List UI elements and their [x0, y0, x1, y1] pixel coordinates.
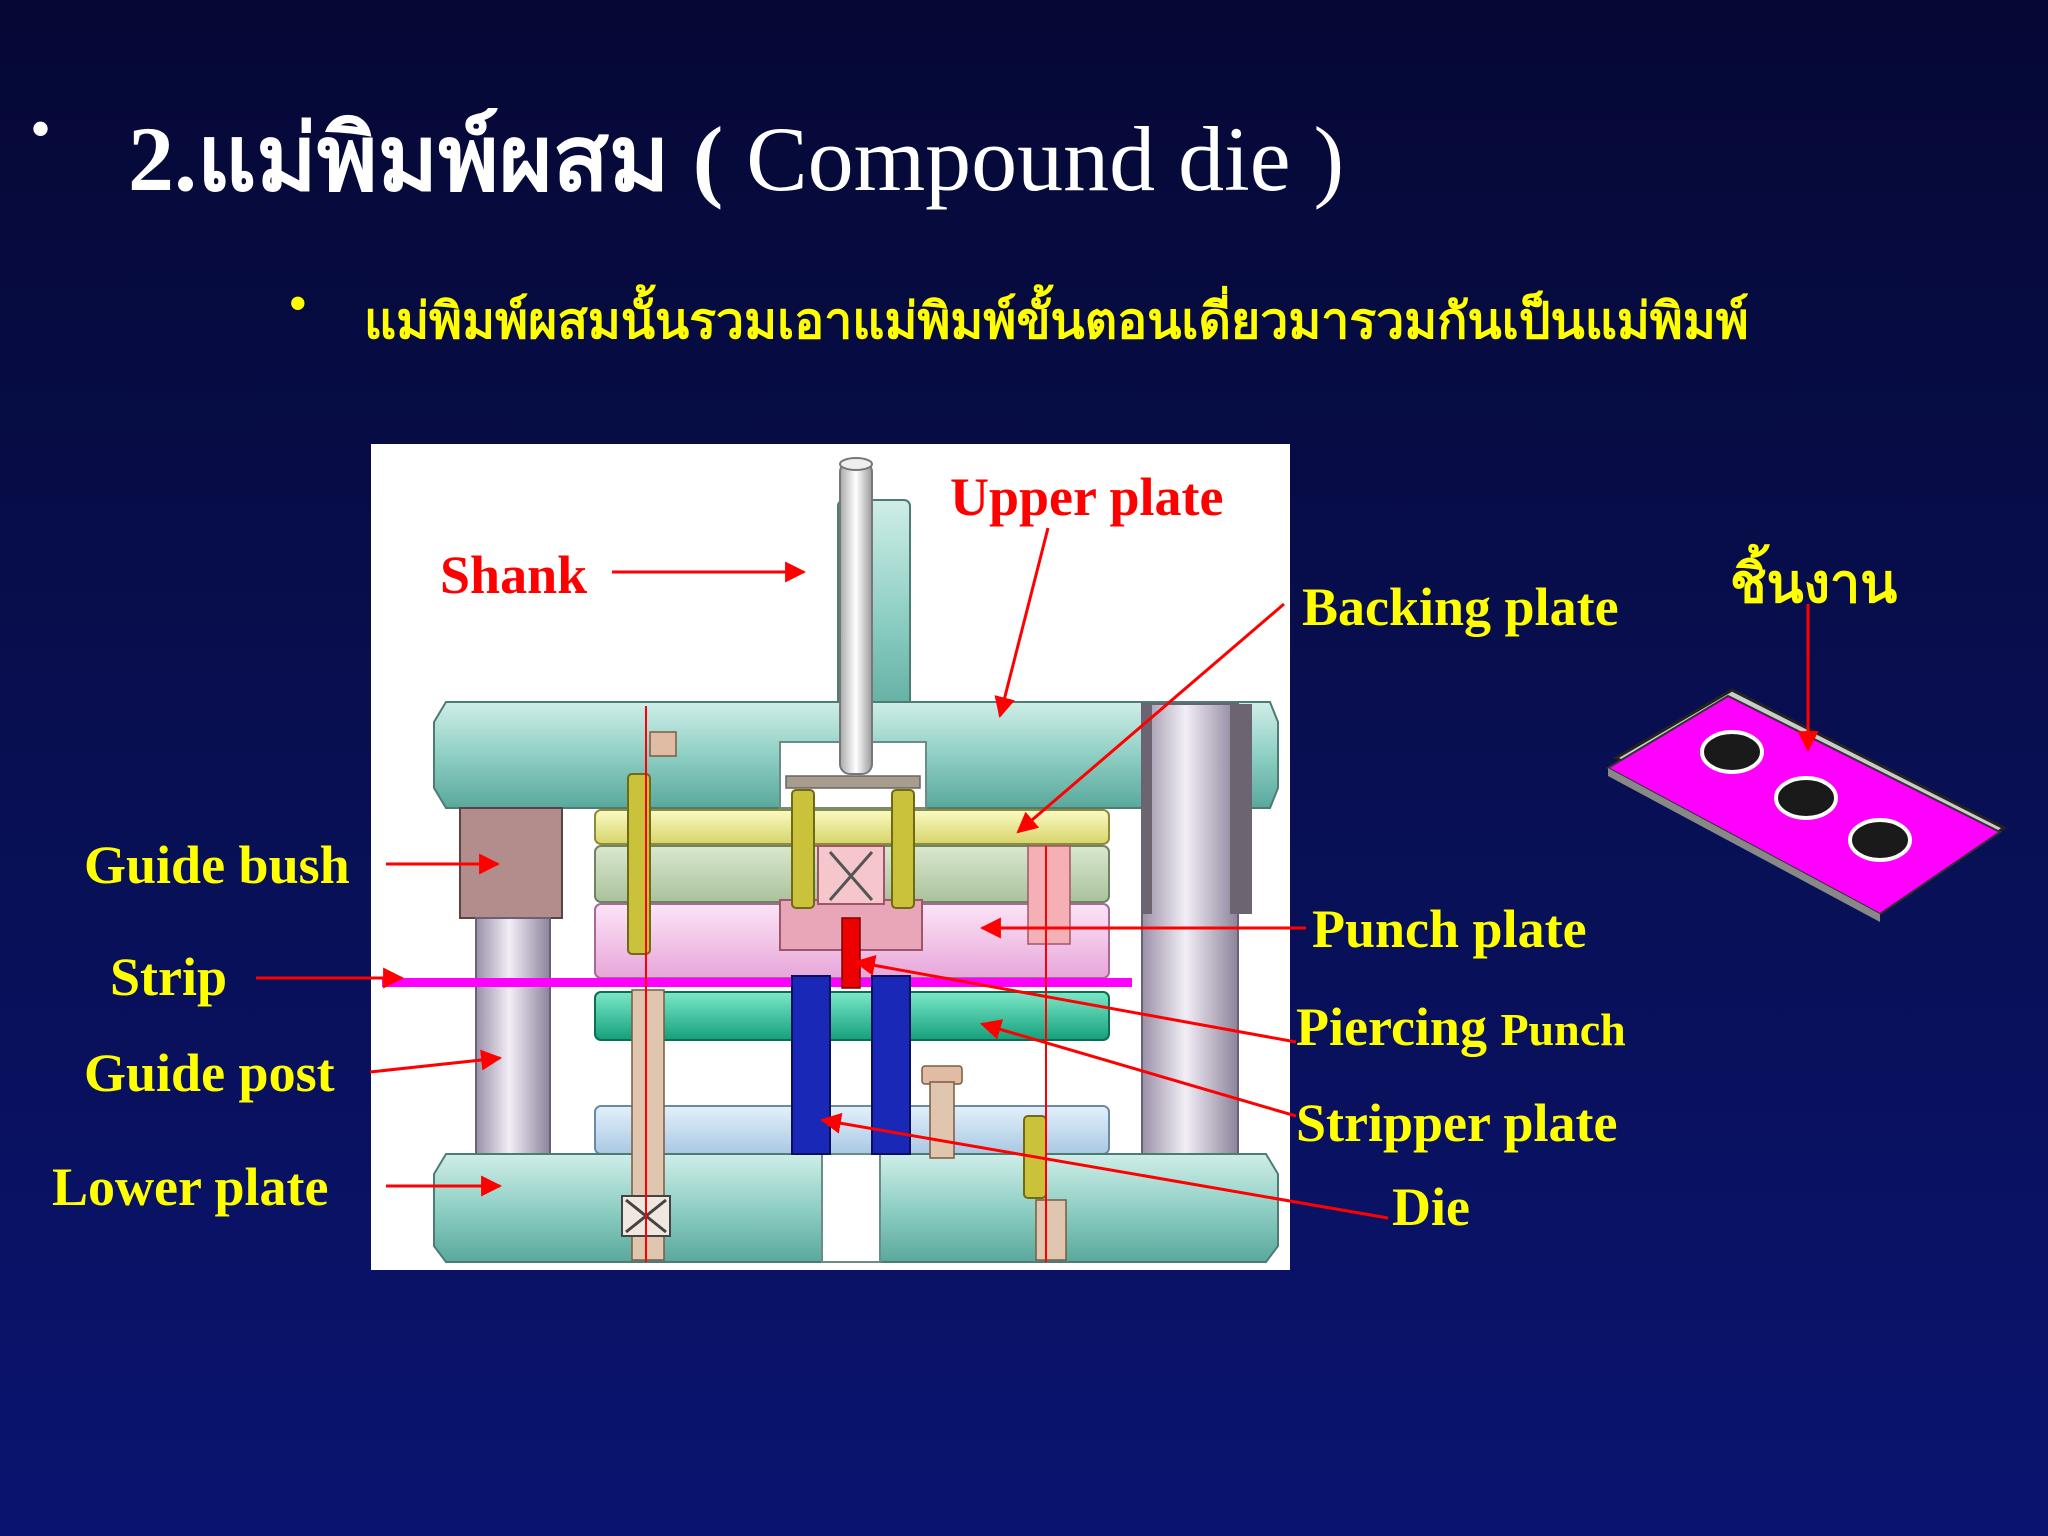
subtitle-bullet: • [288, 273, 308, 335]
spring-cross [828, 851, 874, 901]
label-die: Die [1392, 1177, 1470, 1237]
label-punch-plate: Punch plate [1312, 899, 1587, 959]
label-piercing-punch: Piercing Punch [1296, 996, 1626, 1058]
arrow-piercing-punch [853, 955, 1297, 1044]
slide-subtitle: แม่พิมพ์ผสมนั้นรวมเอาแม่พิมพ์ขั้นตอนเดี่… [364, 293, 1749, 349]
bolt-head-upper-left [649, 731, 677, 757]
arrow-stripper-plate [979, 1019, 1297, 1118]
spring-mid-left [791, 789, 815, 909]
label-guide-post: Guide post [84, 1043, 335, 1103]
piercing-punch-shape [841, 917, 861, 989]
backing-plate-shape [594, 809, 1110, 845]
label-guide-bush: Guide bush [84, 835, 350, 895]
shank-rod [839, 461, 873, 775]
title-english: Compound die ) [723, 108, 1345, 210]
arrow-guide-post [369, 1049, 503, 1074]
label-stripper-plate: Stripper plate [1296, 1093, 1618, 1153]
guide-post-right-shadow2 [1230, 704, 1252, 914]
shank-collar [785, 775, 921, 789]
die-left [791, 975, 831, 1155]
title-bullet: • [30, 96, 52, 162]
label-shank: Shank [440, 545, 588, 605]
spring-mid-right [891, 789, 915, 909]
stripper-plate-shape [594, 991, 1110, 1041]
label-piercing: Piercing [1296, 997, 1487, 1057]
label-workpiece: ชิ้นงาน [1730, 554, 1898, 614]
label-punch: Punch [1500, 1004, 1626, 1055]
arrow-upper-plate [994, 527, 1050, 719]
shank-rod-top [839, 457, 873, 471]
arrow-backing-plate [1016, 602, 1285, 834]
strip-shape [382, 978, 1132, 987]
label-strip: Strip [110, 947, 228, 1007]
workpiece-part [1605, 688, 2007, 922]
slide-title: 2.แม่พิมพ์ผสม ( Compound die ) [128, 84, 1344, 231]
guide-post-right-shadow [1142, 704, 1152, 914]
bolt-lower-mid [929, 1081, 955, 1159]
pin-right-lower [1035, 1199, 1067, 1261]
lower-plate-slot [821, 1153, 881, 1263]
spring-left [627, 773, 651, 955]
arrow-die [819, 1112, 1389, 1220]
label-upper-plate: Upper plate [950, 467, 1224, 527]
label-backing-plate: Backing plate [1302, 577, 1619, 637]
die-right [871, 975, 911, 1155]
label-lower-plate: Lower plate [52, 1157, 329, 1217]
title-thai: 2.แม่พิมพ์ผสม ( [128, 108, 724, 210]
